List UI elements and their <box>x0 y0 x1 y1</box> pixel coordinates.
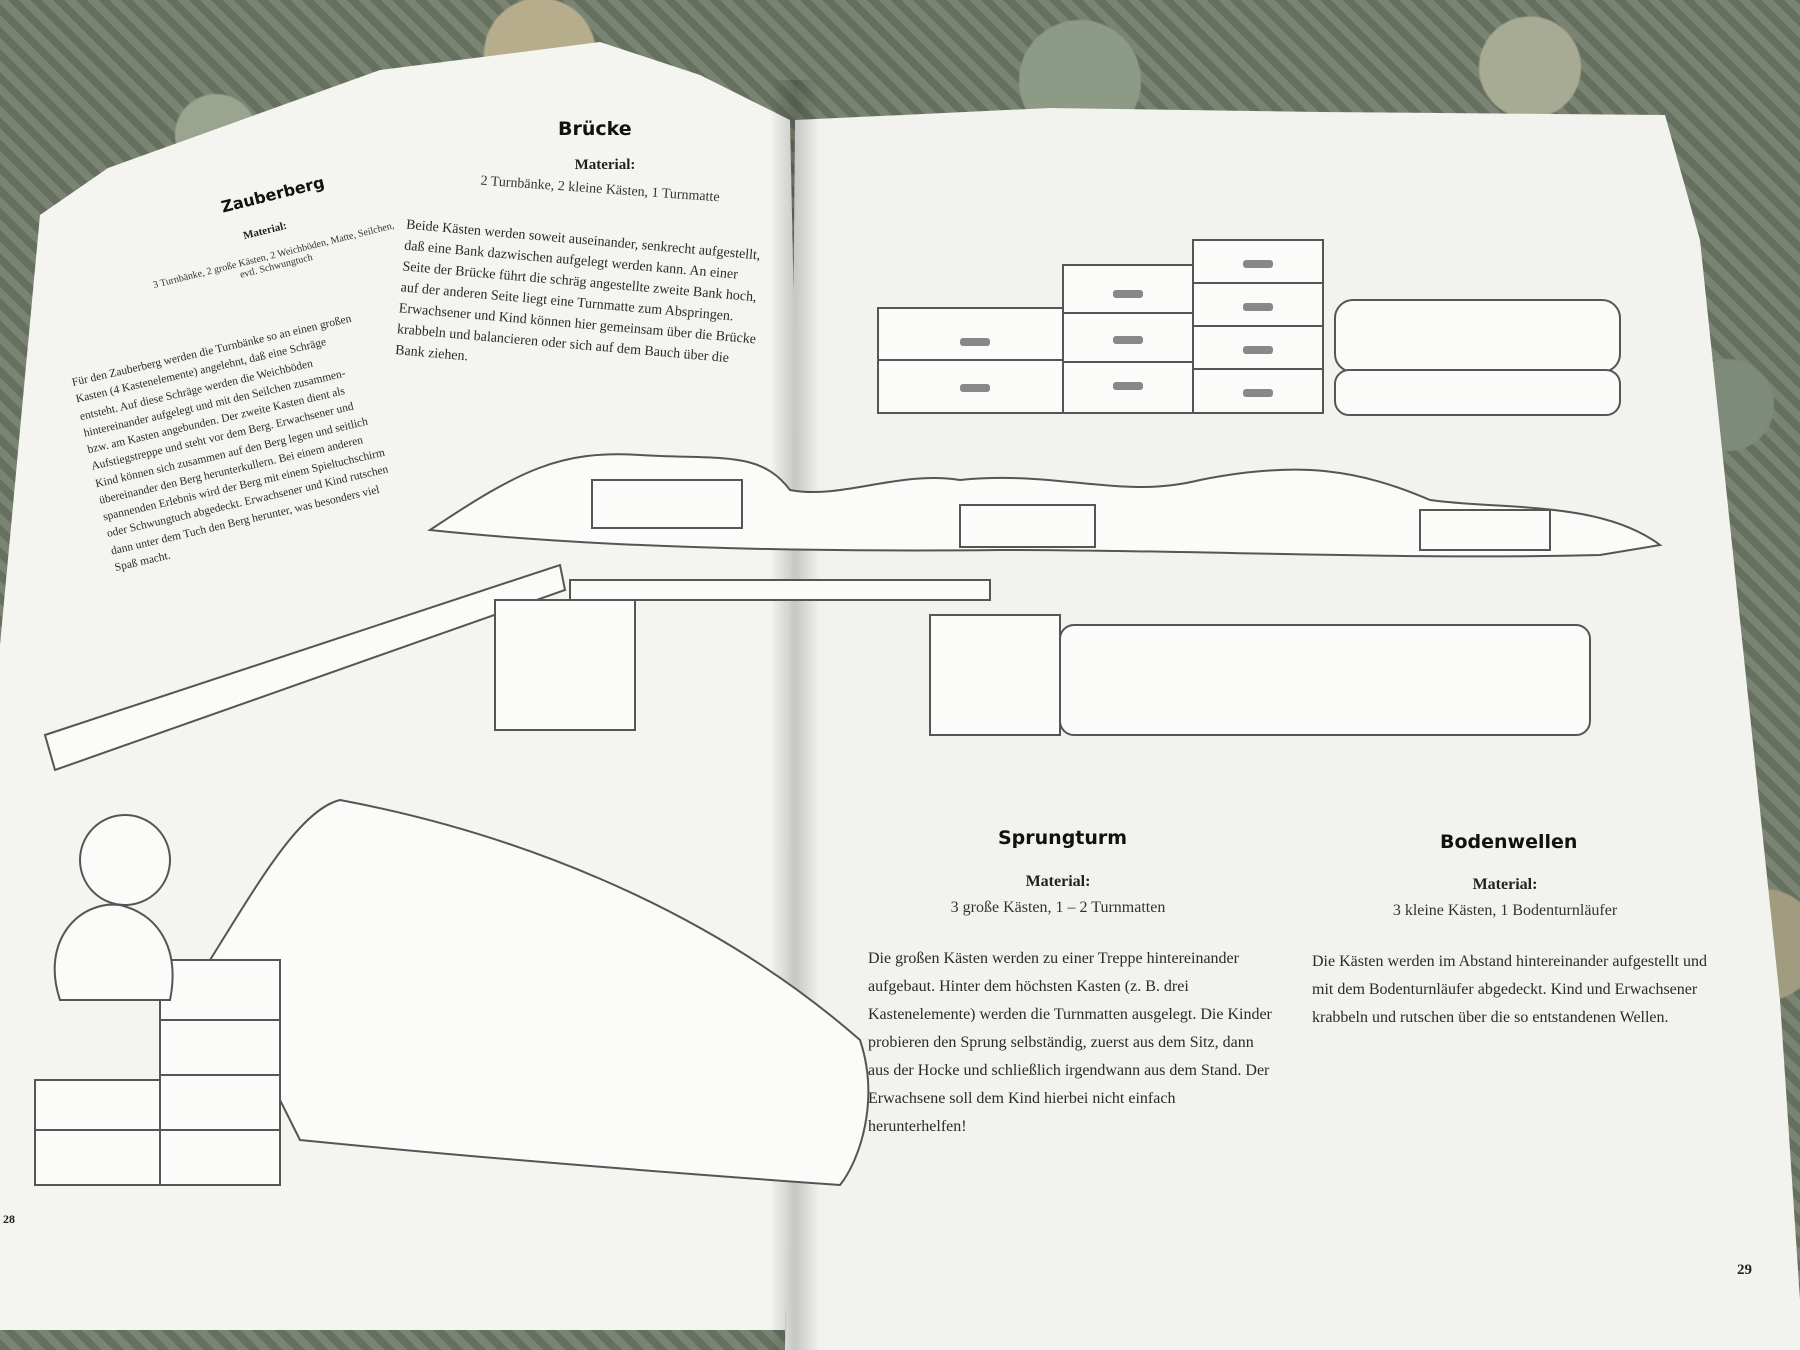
sprungturm-illustration <box>877 239 1621 416</box>
sprungturm-body: Die großen Kästen werden zu einer Treppe… <box>868 950 1272 1135</box>
bodenwellen-title: Bodenwellen <box>1440 831 1578 853</box>
sprungturm-material-label: Material: <box>1025 873 1091 890</box>
bodenwellen-material-text: 3 kleine Kästen, 1 Bodenturnläufer <box>1392 902 1618 919</box>
bodenwellen-body: Die Kästen werden im Abstand hintereinan… <box>1312 953 1707 1026</box>
sprungturm-title: Sprungturm <box>998 827 1128 849</box>
bodenwellen-material-label: Material: <box>1472 876 1538 893</box>
sprungturm-material-text: 3 große Kästen, 1 – 2 Turnmatten <box>950 899 1166 916</box>
right-page-number: 29 <box>1737 1262 1752 1278</box>
zauberberg-illustration <box>34 798 870 1187</box>
left-page-number: 28 <box>3 1212 15 1226</box>
bruecke-body: Beide Kästen werden soweit auseinander, … <box>394 217 762 367</box>
bruecke-material-label: Material: <box>574 157 636 173</box>
bodenwellen-illustration <box>427 453 1663 558</box>
bruecke-title: Brücke <box>558 118 632 140</box>
bruecke-illustration <box>43 563 1591 772</box>
